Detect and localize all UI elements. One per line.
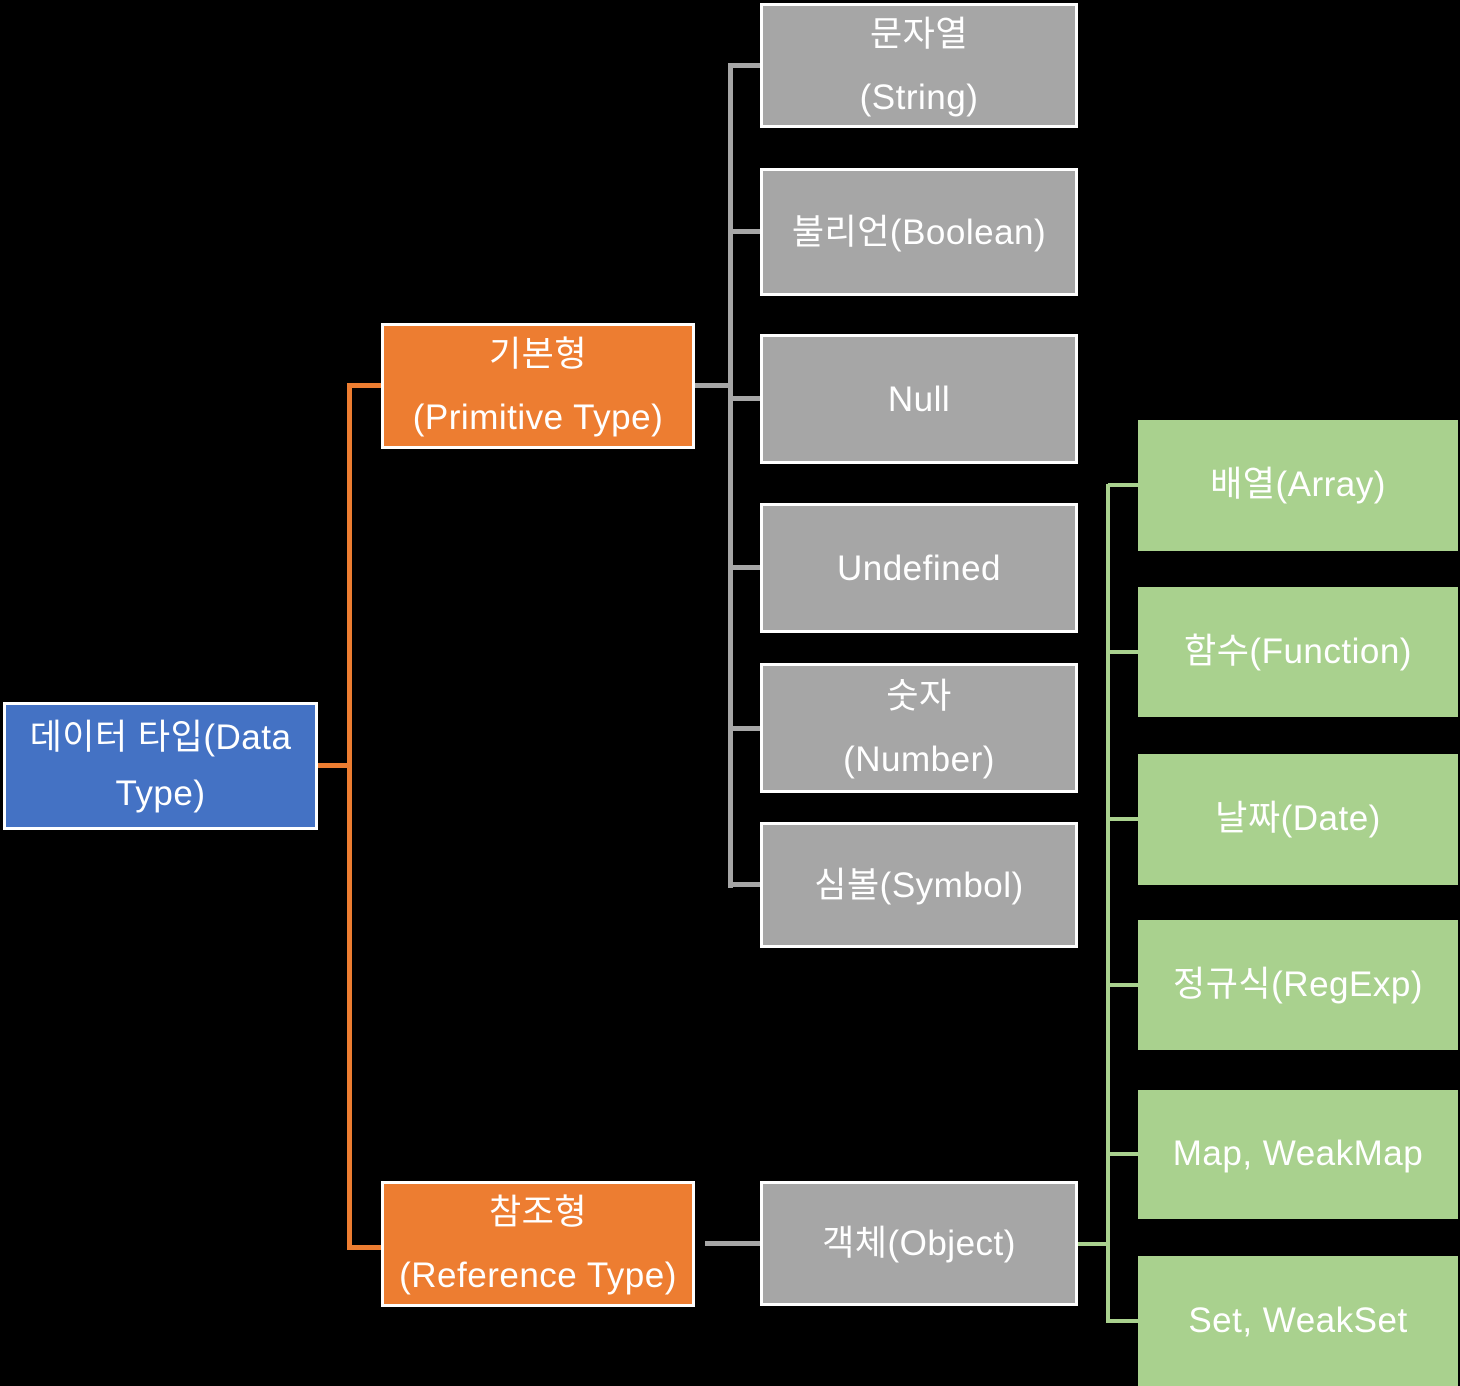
node-boolean: 불리언(Boolean)	[760, 168, 1078, 296]
connector-number-stub	[730, 726, 760, 731]
connector-regexp-stub	[1108, 983, 1138, 987]
connector-root-horizontal	[318, 763, 351, 768]
connector-map-stub	[1108, 1152, 1138, 1156]
connector-object-entry	[1078, 1242, 1110, 1246]
connector-primitive-stub	[350, 383, 381, 388]
node-object: 객체(Object)	[760, 1181, 1078, 1306]
connector-array-stub	[1108, 483, 1138, 487]
node-number: 숫자 (Number)	[760, 663, 1078, 793]
connector-boolean-stub	[730, 229, 760, 234]
node-null: Null	[760, 334, 1078, 464]
connector-symbol-stub	[730, 882, 760, 887]
node-regexp: 정규식(RegExp)	[1138, 920, 1458, 1050]
connector-string-stub	[730, 63, 760, 68]
connector-undefined-stub	[730, 565, 760, 570]
connector-reference-stub	[350, 1245, 381, 1250]
node-reference-type: 참조형 (Reference Type)	[381, 1181, 695, 1307]
node-data-type: 데이터 타입(Data Type)	[3, 702, 318, 830]
connector-reference-object	[705, 1241, 760, 1246]
connector-primitive-entry	[695, 383, 733, 388]
connector-root-vertical	[347, 383, 352, 1250]
node-map-weakmap: Map, WeakMap	[1138, 1090, 1458, 1219]
connector-function-stub	[1108, 650, 1138, 654]
connector-set-stub	[1108, 1319, 1138, 1323]
node-string: 문자열 (String)	[760, 3, 1078, 128]
node-array: 배열(Array)	[1138, 420, 1458, 551]
node-function: 함수(Function)	[1138, 587, 1458, 717]
node-undefined: Undefined	[760, 503, 1078, 633]
node-set-weakset: Set, WeakSet	[1138, 1256, 1458, 1386]
connector-date-stub	[1108, 817, 1138, 821]
node-primitive-type: 기본형 (Primitive Type)	[381, 323, 695, 449]
connector-primitive-vertical	[728, 63, 733, 888]
node-symbol: 심볼(Symbol)	[760, 822, 1078, 948]
connector-object-vertical	[1106, 484, 1110, 1323]
node-date: 날짜(Date)	[1138, 754, 1458, 885]
connector-null-stub	[730, 396, 760, 401]
